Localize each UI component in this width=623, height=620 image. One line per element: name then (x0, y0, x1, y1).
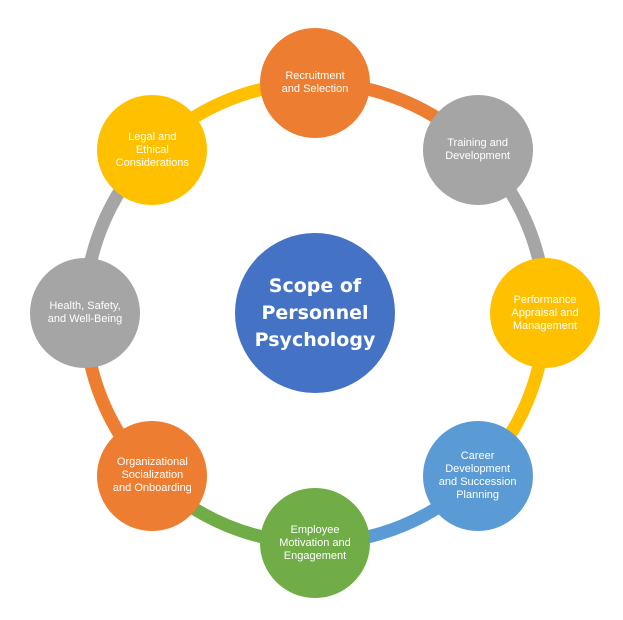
node-label: Health, Safety, and Well-Being (47, 300, 123, 325)
node-performance-appraisal-and-management: Performance Appraisal and Management (490, 258, 600, 368)
node-label: Employee Motivation and Engagement (279, 523, 351, 562)
node-career-development-and-succession-planning: Career Development and Succession Planni… (422, 420, 533, 531)
node-recruitment-and-selection: Recruitment and Selection (260, 28, 370, 138)
node-label: Career Development and Succession Planni… (438, 449, 517, 501)
center-label: Scope of Personnel Psychology (254, 274, 376, 351)
node-label: Training and Development (445, 137, 511, 163)
node-label: Recruitment and Selection (281, 70, 349, 95)
node-employee-motivation-and-engagement: Employee Motivation and Engagement (260, 488, 370, 598)
center-circle: Scope of Personnel Psychology (235, 233, 395, 393)
node-legal-and-ethical-considerations: Legal and Ethical Considerations (97, 95, 208, 206)
node-label: Organizational Socialization and Onboard… (112, 456, 192, 495)
node-training-and-development: Training and Development (422, 95, 533, 206)
node-health-safety-and-well-being: Health, Safety, and Well-Being (30, 258, 140, 368)
node-label: Performance Appraisal and Management (511, 293, 579, 332)
node-label: Legal and Ethical Considerations (115, 130, 190, 169)
node-organizational-socialization-and-onboarding: Organizational Socialization and Onboard… (97, 420, 208, 531)
